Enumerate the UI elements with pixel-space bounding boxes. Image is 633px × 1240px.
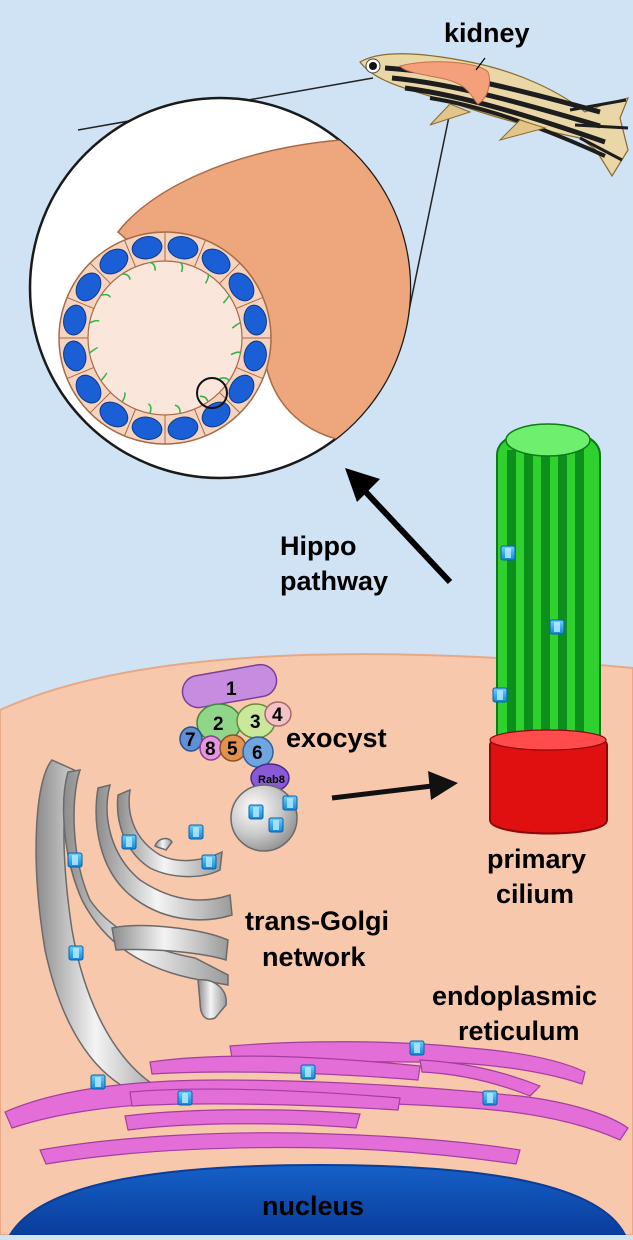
rab8-label: Rab8 xyxy=(258,774,285,786)
primary-cilium-label-line1: primary xyxy=(487,844,586,874)
exocyst-subunit-1: 1 xyxy=(226,679,237,700)
cell-boundary xyxy=(235,367,264,380)
kidney-tubule-cross-section-icon xyxy=(28,96,412,480)
exocyst-subunit-5: 5 xyxy=(227,739,238,760)
kidney-pointer xyxy=(475,57,486,71)
zoom-line-right xyxy=(405,101,453,326)
cargo-protein-icon xyxy=(492,687,508,703)
cell-boundary xyxy=(89,262,111,284)
exocyst-subunit-7: 7 xyxy=(185,730,196,751)
cell-boundary xyxy=(123,408,136,437)
tubule-cilium xyxy=(199,395,209,403)
tubule-cilium xyxy=(100,372,108,382)
epithelial-nucleus xyxy=(228,374,255,404)
tubule-cilium xyxy=(89,319,100,324)
cell-boundary xyxy=(89,392,111,414)
hippo-arrow xyxy=(345,468,453,585)
epithelial-nucleus xyxy=(131,416,163,440)
exocyst-subunit-2: 2 xyxy=(213,714,224,735)
tubule-cilium xyxy=(174,404,181,414)
cell-boundary xyxy=(66,296,95,309)
cell-boundary xyxy=(66,367,95,380)
primary-cilium-icon xyxy=(489,423,608,835)
golgi-label-line2: network xyxy=(262,942,367,972)
tubule-cilium xyxy=(179,261,184,273)
exocyst-subunit-6: 6 xyxy=(252,743,263,764)
epithelial-nucleus xyxy=(99,401,129,428)
tubule-cilium xyxy=(222,295,230,304)
cargo-protein-icon xyxy=(500,545,516,561)
cell-boundary xyxy=(194,408,207,437)
tubule-cilium xyxy=(219,377,230,382)
hippo-label-line1: Hippo xyxy=(280,531,356,561)
tubule-cilium xyxy=(204,273,210,284)
cell-boundary xyxy=(219,392,241,414)
golgi-stack-icon xyxy=(35,759,233,1096)
epithelial-nucleus xyxy=(167,236,199,260)
hippo-label-line2: pathway xyxy=(280,566,388,596)
cargo-protein-icon xyxy=(248,804,264,820)
epithelial-nucleus xyxy=(243,340,267,372)
cell-boundary xyxy=(219,262,241,284)
epithelial-nucleus xyxy=(99,248,129,275)
epithelial-nucleus xyxy=(63,304,87,336)
tubule-cilium xyxy=(100,293,112,298)
primary-cilium-label-line2: cilium xyxy=(496,879,574,909)
tubule-cilium xyxy=(149,261,156,271)
zebrafish-icon xyxy=(359,53,629,178)
cell-boundary xyxy=(235,296,264,309)
tubule-cilium xyxy=(230,351,242,356)
cargo-protein-icon xyxy=(268,817,284,833)
golgi-label-line1: trans-Golgi xyxy=(245,906,389,936)
exocyst-label: exocyst xyxy=(286,723,387,753)
cargo-protein-icon xyxy=(177,1090,193,1106)
exocyst-subunit-4: 4 xyxy=(272,705,283,726)
exocyst-subunit-3: 3 xyxy=(250,712,261,733)
epithelial-nucleus xyxy=(75,374,102,404)
cargo-protein-icon xyxy=(90,1074,106,1090)
epithelial-nucleus xyxy=(228,272,255,302)
cargo-protein-icon xyxy=(482,1090,498,1106)
epithelial-nucleus xyxy=(131,236,163,260)
tubule-cilium xyxy=(122,273,131,280)
epithelial-nucleus xyxy=(243,304,267,336)
cargo-protein-icon xyxy=(300,1064,316,1080)
epithelial-nucleus xyxy=(75,272,102,302)
epithelial-nucleus xyxy=(63,340,87,372)
kidney-label: kidney xyxy=(444,18,530,48)
epithelial-nucleus xyxy=(167,416,199,440)
cell-boundary xyxy=(194,239,207,268)
epithelial-nucleus xyxy=(201,248,231,275)
cargo-protein-icon xyxy=(121,834,137,850)
cargo-protein-icon xyxy=(67,852,83,868)
cargo-protein-icon xyxy=(68,945,84,961)
cargo-protein-icon xyxy=(409,1040,425,1056)
er-membrane-icon xyxy=(4,1041,629,1165)
tubule-cilium xyxy=(231,322,241,329)
cargo-protein-icon xyxy=(549,619,565,635)
nucleus-icon xyxy=(8,1163,627,1236)
transport-arrow xyxy=(331,771,458,801)
er-label-line1: endoplasmic xyxy=(432,981,597,1011)
exocyst-complex-icon: 1 2 3 4 7 8 5 6 Rab8 xyxy=(179,663,292,793)
nucleus-label: nucleus xyxy=(262,1191,364,1221)
cargo-protein-icon xyxy=(188,824,204,840)
vesicle-icon xyxy=(230,784,298,852)
cargo-protein-icon xyxy=(282,795,298,811)
cargo-protein-icon xyxy=(201,854,217,870)
cell-boundary xyxy=(123,239,136,268)
tubule-cilium xyxy=(88,347,99,354)
exocyst-subunit-8: 8 xyxy=(205,739,216,760)
er-label-line2: reticulum xyxy=(458,1016,580,1046)
tubule-cilium xyxy=(147,403,152,414)
tubule-cilium xyxy=(121,391,126,403)
